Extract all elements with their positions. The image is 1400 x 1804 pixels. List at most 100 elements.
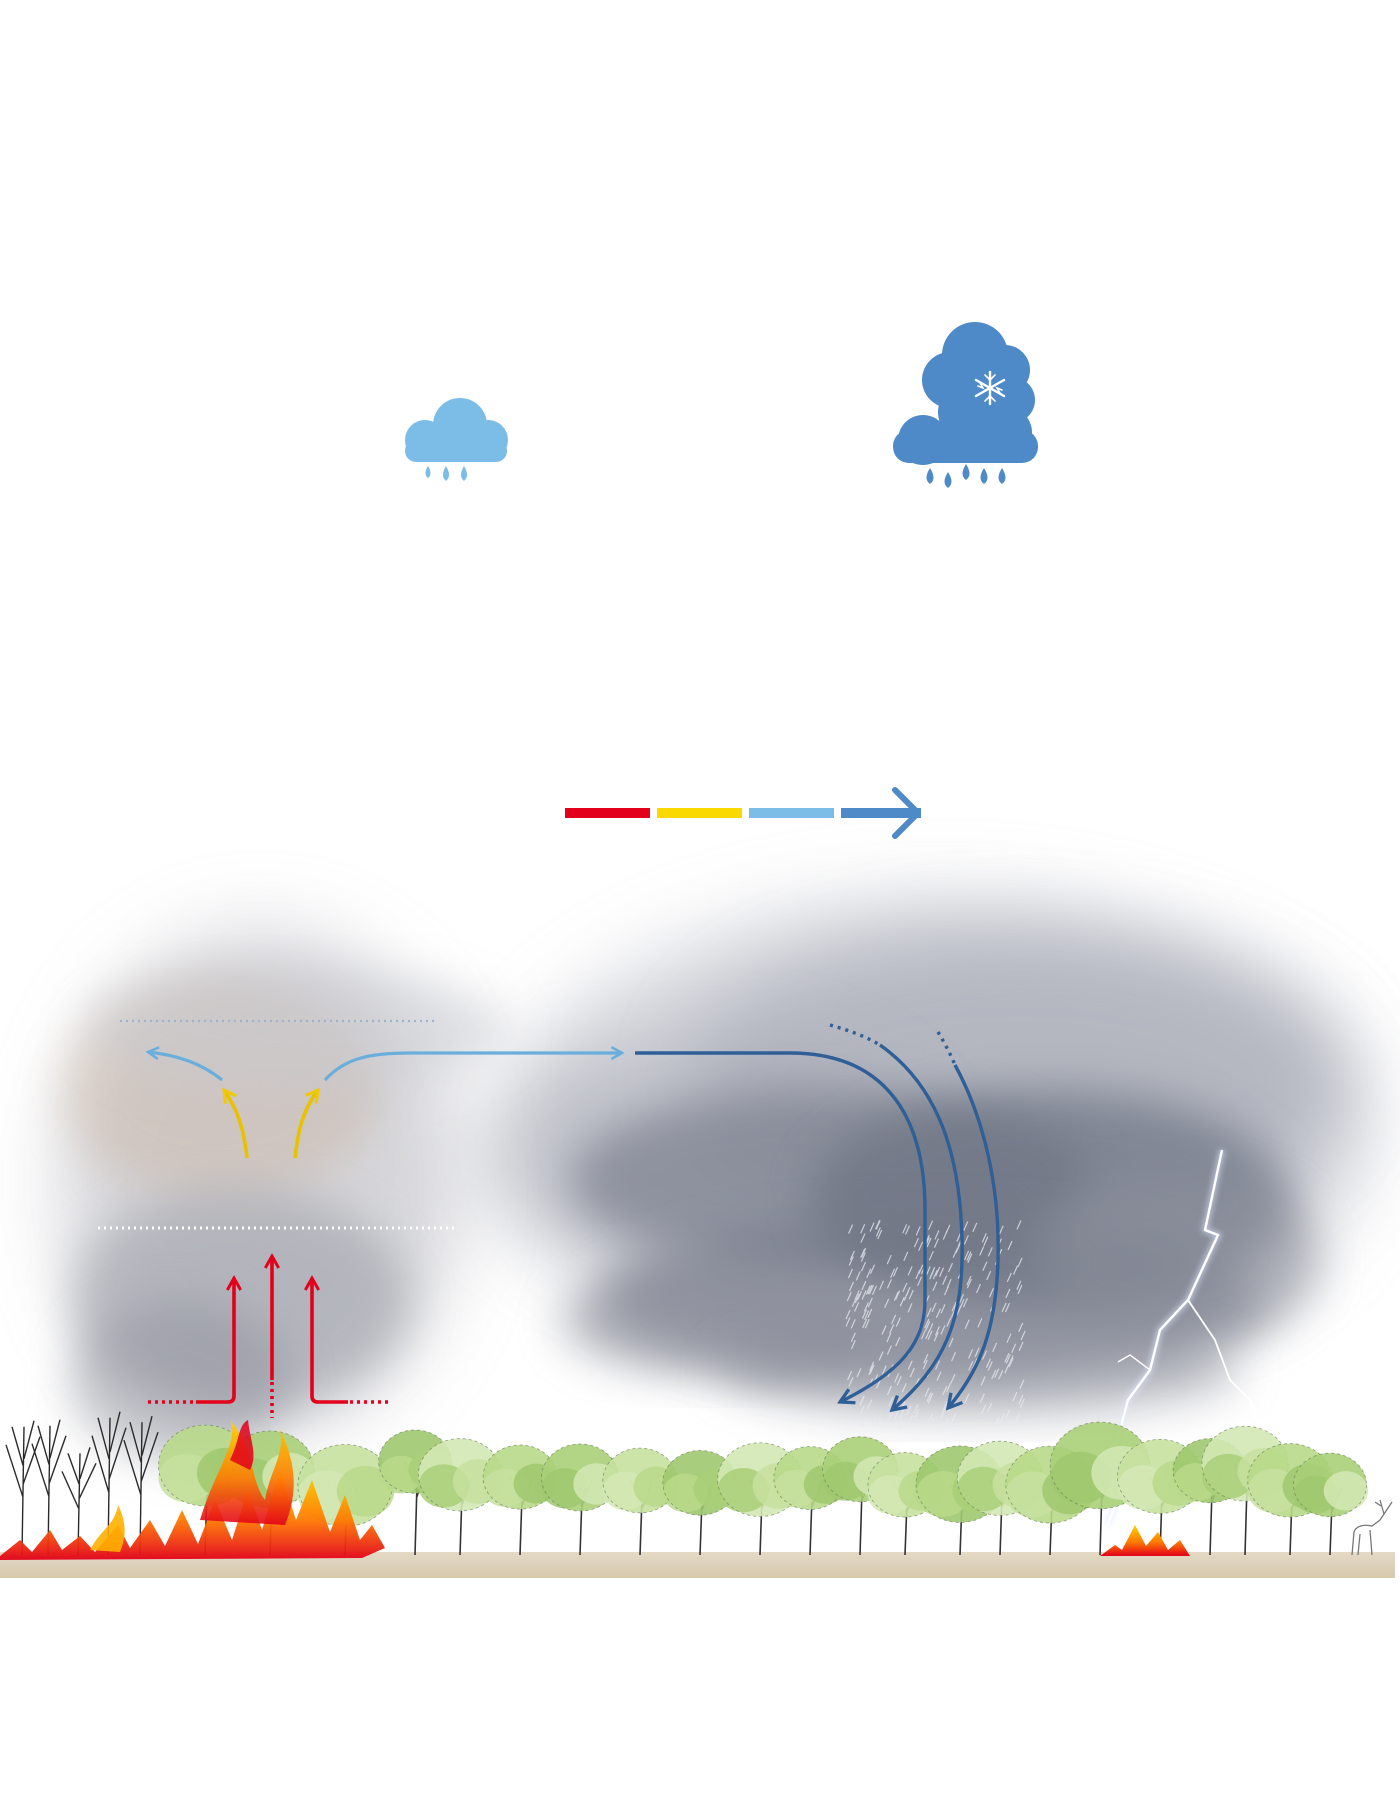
rain-streak xyxy=(886,1345,892,1355)
rain-streak xyxy=(905,1286,911,1297)
rain-streak xyxy=(1011,1343,1017,1354)
downdraft-arrow-1 xyxy=(635,1051,927,1402)
rain-streak xyxy=(1004,1302,1011,1313)
rain-streak xyxy=(1020,1330,1026,1341)
rain-streak xyxy=(938,1267,945,1277)
rain-streak xyxy=(918,1241,924,1252)
outflow-arrow-right xyxy=(323,1053,622,1082)
rain-streak xyxy=(1008,1355,1014,1365)
rain-streak xyxy=(869,1364,875,1375)
rain-streak xyxy=(846,1415,852,1425)
rain-streak xyxy=(947,1262,954,1273)
rain-streak xyxy=(898,1419,904,1429)
rain-streak xyxy=(959,1299,965,1309)
rain-streak xyxy=(1018,1394,1024,1405)
rain-streak xyxy=(859,1395,865,1406)
rain-streak xyxy=(946,1382,952,1393)
snow-rain-cloud-icon xyxy=(893,322,1038,488)
rain-streak xyxy=(846,1291,852,1302)
rain-streak xyxy=(860,1248,866,1259)
downdraft-arrows xyxy=(635,1023,1000,1410)
rain-streak xyxy=(846,1371,853,1381)
rain-streak xyxy=(886,1278,893,1289)
rain-streak xyxy=(1007,1240,1013,1251)
rain-streak xyxy=(908,1289,914,1300)
rain-streak xyxy=(1018,1322,1024,1333)
rain-streak xyxy=(956,1232,962,1242)
rain-streak xyxy=(992,1342,998,1353)
rain-streak xyxy=(1016,1280,1022,1290)
rain-streak xyxy=(854,1302,860,1312)
rain-streak xyxy=(864,1319,870,1329)
rain-streak xyxy=(864,1310,870,1320)
rain-streak xyxy=(926,1237,932,1248)
rain-streak xyxy=(861,1290,867,1300)
thunderstorm-cloud xyxy=(480,900,1370,1415)
rain-streak xyxy=(904,1225,911,1235)
rain-streak xyxy=(988,1287,995,1298)
rain-streak xyxy=(991,1369,997,1380)
rain-streak xyxy=(935,1266,941,1277)
rain-streak xyxy=(936,1371,942,1381)
rain-streak xyxy=(878,1280,885,1291)
rain-streak xyxy=(893,1291,899,1302)
rain-streak xyxy=(889,1324,895,1334)
rain-streak xyxy=(861,1280,867,1291)
rain-streak xyxy=(856,1368,862,1378)
rain-streak xyxy=(903,1251,909,1262)
rain-streak xyxy=(987,1247,993,1257)
rain-streak xyxy=(940,1325,946,1335)
rain-streak xyxy=(964,1393,970,1404)
rain-streak xyxy=(934,1230,940,1240)
rain-streak xyxy=(848,1376,854,1387)
rain-streak xyxy=(854,1290,860,1300)
rain-streak xyxy=(927,1220,934,1230)
rain-streak xyxy=(906,1405,912,1416)
sequence-segment-blue xyxy=(841,808,921,818)
rain-streak xyxy=(974,1347,980,1358)
updraft-yellow-arrows xyxy=(224,1090,318,1159)
rain-streak xyxy=(860,1252,866,1262)
rain-streak xyxy=(940,1408,946,1418)
rain-streak xyxy=(977,1318,983,1328)
rain-streak xyxy=(868,1284,874,1295)
rain-streak xyxy=(915,1226,921,1236)
rain-streak xyxy=(849,1250,855,1261)
rain-streak xyxy=(943,1417,949,1428)
rain-streak xyxy=(902,1282,908,1293)
downdraft-arrow-2 xyxy=(879,1043,964,1410)
rain-streak xyxy=(861,1248,867,1258)
rain-streak xyxy=(847,1268,853,1279)
rain-streak xyxy=(867,1399,873,1410)
rain-streak xyxy=(1017,1257,1023,1268)
rain-streak xyxy=(932,1269,938,1280)
rain-streak xyxy=(948,1337,954,1348)
rain-streak xyxy=(1005,1409,1011,1419)
rain-streak xyxy=(896,1376,902,1386)
rain-streak xyxy=(856,1290,863,1301)
snowflake-icon xyxy=(974,370,1006,406)
rain-streak xyxy=(927,1330,933,1340)
downdraft-arrow-3-dots xyxy=(936,1031,957,1066)
rain-streak xyxy=(928,1392,934,1403)
rain-shaft xyxy=(845,1219,1026,1429)
rain-streak xyxy=(907,1303,913,1313)
rain-streak xyxy=(1014,1413,1020,1424)
rain-streak xyxy=(933,1331,939,1342)
rain-streak xyxy=(929,1270,935,1280)
rain-streak xyxy=(925,1329,931,1340)
rain-streak xyxy=(982,1350,988,1360)
rain-streak xyxy=(899,1297,905,1307)
rain-streak xyxy=(994,1368,1000,1378)
rain-streak xyxy=(1005,1288,1011,1299)
rain-streak xyxy=(860,1233,866,1243)
rain-streak xyxy=(865,1285,871,1295)
rain-streak xyxy=(866,1268,872,1279)
sequence-segment-yellow xyxy=(657,808,742,818)
rain-streak xyxy=(854,1293,860,1304)
rain-streak xyxy=(877,1229,883,1240)
rain-streak xyxy=(868,1365,874,1375)
rain-streak xyxy=(964,1319,970,1330)
rain-streak xyxy=(907,1360,913,1370)
rain-streak xyxy=(942,1230,948,1240)
